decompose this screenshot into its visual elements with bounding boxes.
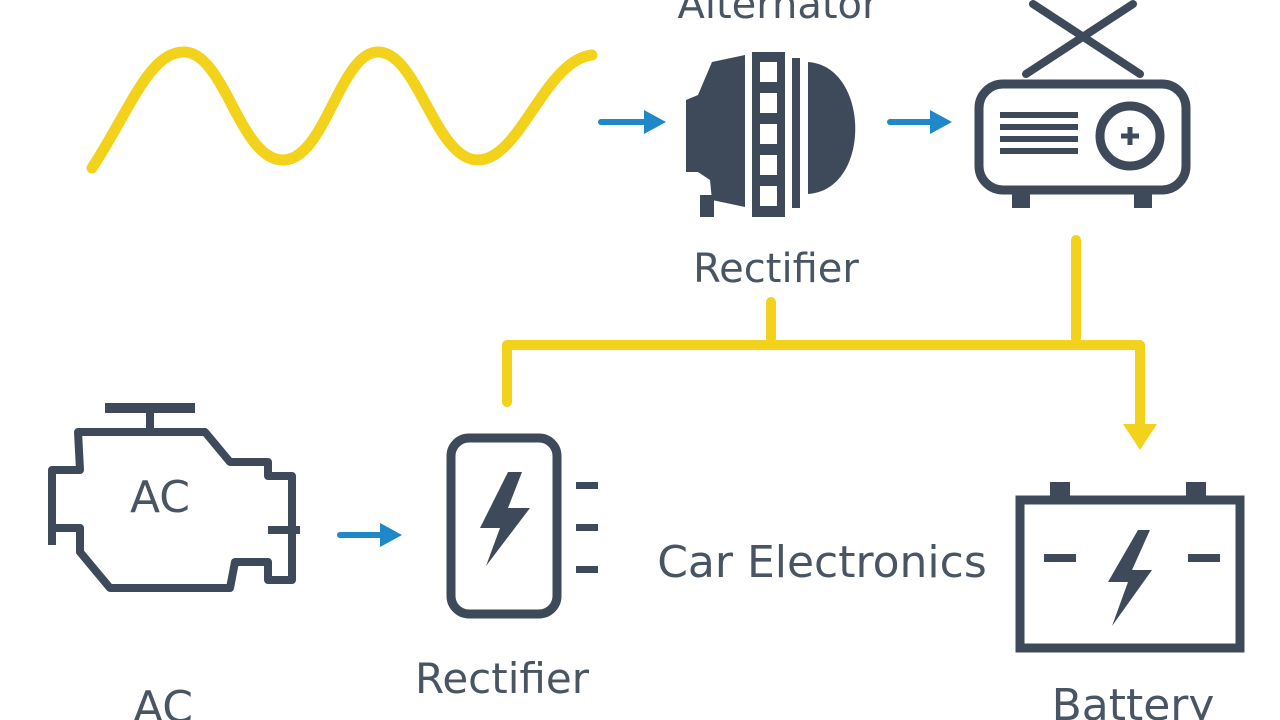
car-electronics-label: Car Electronics — [657, 537, 987, 588]
arrow-right-icon — [337, 523, 402, 547]
arrow-right-icon — [887, 110, 952, 134]
engine-ac-label: AC — [130, 472, 190, 523]
rectifier-bottom-label: Rectifier — [415, 654, 590, 703]
charging-device-icon — [446, 433, 598, 619]
arrow-down-icon — [1123, 424, 1157, 450]
arrow-right-icon — [598, 110, 666, 134]
alternator-label: Alternator — [678, 0, 880, 28]
yellow-connector-lines — [502, 235, 1145, 433]
car-battery-icon — [1015, 482, 1245, 653]
battery-label: Battery — [1052, 680, 1215, 720]
rectifier-top-label: Rectifier — [693, 246, 859, 292]
alternator-icon — [686, 52, 856, 217]
rectifier-box-icon — [974, 0, 1191, 208]
engine-icon — [48, 403, 300, 592]
ac-bottom-label: AC — [133, 682, 193, 720]
ac-sine-wave-icon — [86, 46, 598, 174]
